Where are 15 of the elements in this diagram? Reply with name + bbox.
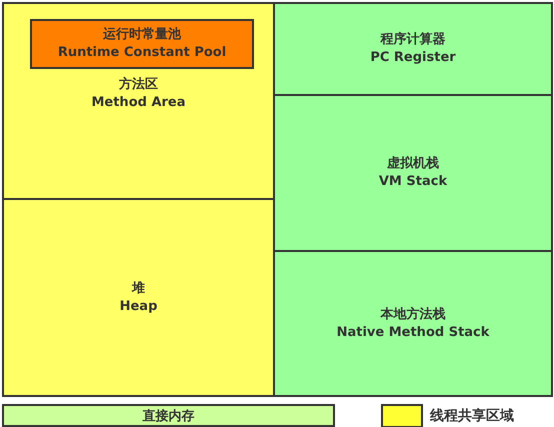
node-label: 堆 Heap [120,280,158,316]
constant-pool-box [30,19,254,69]
node-label: 本地方法栈 Native Method Stack [336,306,490,342]
node-label: 程序计算器 PC Register [370,31,456,67]
node-label: 直接内存 [142,408,194,426]
node-label: 虚拟机栈 VM Stack [378,155,448,191]
method-area-box [2,2,275,200]
node-label: 运行时常量池 Runtime Constant Pool [58,26,226,62]
vm-stack-box [273,94,553,252]
node-label: 方法区 Method Area [91,76,186,112]
native-stack-box [273,250,553,397]
heap-box [2,198,275,397]
pc-register-box [273,2,553,96]
legend-label: 线程共享区域 [430,407,514,425]
direct-memory-box [2,404,335,427]
